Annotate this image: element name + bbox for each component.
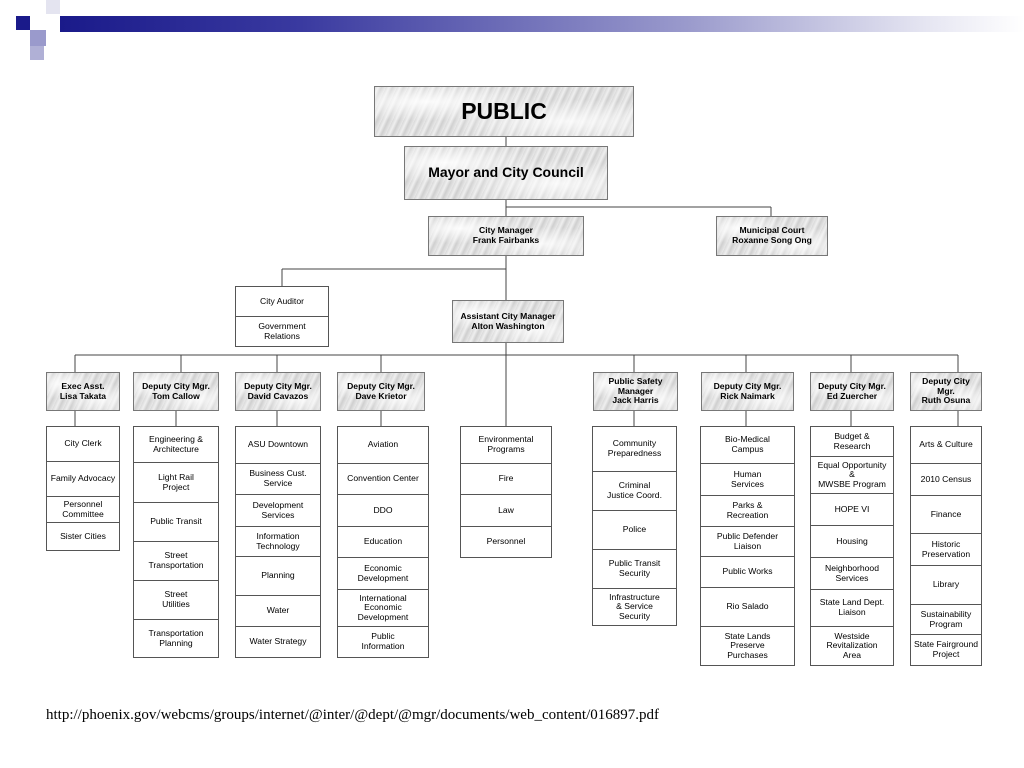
col7-item: Parks & Recreation [700,495,795,527]
col8-item: Neighborhood Services [810,557,894,590]
col4-item: International Economic Development [337,589,429,627]
col7-item: Bio-Medical Campus [700,426,795,464]
col1-item: Personnel Committee [46,496,120,523]
col9-item: Sustainability Program [910,604,982,635]
col9-item: 2010 Census [910,463,982,496]
col7-item: Public Works [700,556,795,588]
col8-item: Budget & Research [810,426,894,457]
col8-item: HOPE VI [810,493,894,526]
col7-item: Rio Salado [700,587,795,627]
col4-item: Convention Center [337,463,429,495]
col2-item: Engineering & Architecture [133,426,219,463]
deputy-osuna-head: Deputy City Mgr. Ruth Osuna [910,372,982,411]
col3-item: Business Cust. Service [235,463,321,495]
col5-item: Environmental Programs [460,426,552,464]
col9-item: Arts & Culture [910,426,982,464]
col1-item: Sister Cities [46,522,120,551]
assistant-city-manager-box: Assistant City Manager Alton Washington [452,300,564,343]
city-auditor-box: City Auditor [235,286,329,317]
col8-item: Westside Revitalization Area [810,626,894,666]
deputy-zuercher-head: Deputy City Mgr. Ed Zuercher [810,372,894,411]
header-square-light [30,30,46,46]
col8-item: State Land Dept. Liaison [810,589,894,627]
header-square-dark [16,16,30,30]
deputy-naimark-head: Deputy City Mgr. Rick Naimark [701,372,794,411]
col8-item: Housing [810,525,894,558]
col9-item: Historic Preservation [910,533,982,566]
col5-item: Law [460,494,552,527]
header-gradient-bar [60,16,1024,32]
col6-item: Community Preparedness [592,426,677,472]
col6-item: Police [592,510,677,550]
col2-item: Public Transit [133,502,219,542]
col9-item: State Fairground Project [910,634,982,666]
col3-item: Information Technology [235,526,321,557]
col4-item: DDO [337,494,429,527]
col3-item: Water Strategy [235,626,321,658]
deputy-krietor-head: Deputy City Mgr. Dave Krietor [337,372,425,411]
mayor-council-box: Mayor and City Council [404,146,608,200]
col7-item: State Lands Preserve Purchases [700,626,795,666]
col2-item: Transportation Planning [133,619,219,658]
col3-item: Water [235,595,321,627]
col1-item: Family Advocacy [46,461,120,497]
col9-item: Library [910,565,982,605]
header-square-white [46,0,60,14]
col5-item: Fire [460,463,552,495]
government-relations-box: Government Relations [235,316,329,347]
col4-item: Economic Development [337,557,429,590]
col2-item: Light Rail Project [133,462,219,503]
col9-item: Finance [910,495,982,534]
municipal-court-box: Municipal Court Roxanne Song Ong [716,216,828,256]
source-url[interactable]: http://phoenix.gov/webcms/groups/interne… [46,707,660,723]
col5-item: Personnel [460,526,552,558]
col6-item: Public Transit Security [592,549,677,589]
deputy-cavazos-head: Deputy City Mgr. David Cavazos [235,372,321,411]
col2-item: Street Utilities [133,580,219,620]
col3-item: Planning [235,556,321,596]
public-safety-head: Public Safety Manager Jack Harris [593,372,678,411]
col7-item: Human Services [700,463,795,496]
col4-item: Aviation [337,426,429,464]
col2-item: Street Transportation [133,541,219,581]
col3-item: Development Services [235,494,321,527]
header-square-mid [30,46,44,60]
col3-item: ASU Downtown [235,426,321,464]
exec-asst-head: Exec Asst. Lisa Takata [46,372,120,411]
col6-item: Infrastructure & Service Security [592,588,677,626]
deputy-callow-head: Deputy City Mgr. Tom Callow [133,372,219,411]
col1-item: City Clerk [46,426,120,462]
col8-item: Equal Opportunity & MWSBE Program [810,456,894,494]
col4-item: Education [337,526,429,558]
public-box: PUBLIC [374,86,634,137]
col4-item: Public Information [337,626,429,658]
city-manager-box: City Manager Frank Fairbanks [428,216,584,256]
col6-item: Criminal Justice Coord. [592,471,677,511]
col7-item: Public Defender Liaison [700,526,795,557]
